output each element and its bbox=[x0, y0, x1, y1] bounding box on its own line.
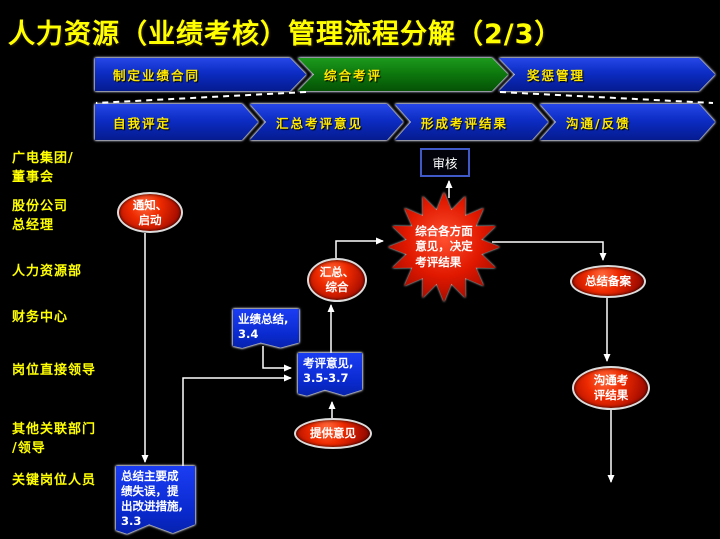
substage-arrow-self-assessment: 自我评定 bbox=[95, 104, 258, 140]
substage-arrow-label: 沟通/反馈 bbox=[566, 115, 631, 131]
connector-decide-to-archive bbox=[492, 241, 607, 261]
substage-arrow-collect-opinions: 汇总考评意见 bbox=[250, 104, 403, 140]
stage-arrow-shape bbox=[95, 58, 306, 91]
lane-label-key-staff: 关键岗位人员 bbox=[12, 473, 97, 488]
flow-node-self-summary: 总结主要成 绩失误，提 出改进措施, 3.3 bbox=[116, 466, 195, 539]
flow-node-review-label: 审核 bbox=[432, 156, 458, 171]
flow-node-archive-summary: 总结备案 bbox=[570, 265, 646, 298]
stage-arrow-shape-active bbox=[298, 58, 508, 91]
dashed-guide-right bbox=[499, 91, 714, 104]
stage-arrow-reward-punish: 奖惩管理 bbox=[499, 58, 715, 91]
flow-node-review: 审核 bbox=[420, 148, 470, 177]
lane-label-related-depts: 其他关联部门 /领导 bbox=[12, 422, 97, 456]
connector-aggregate-to-decide bbox=[335, 237, 384, 258]
substage-arrow-shape bbox=[95, 104, 258, 140]
flow-node-notify-start-label: 通知、 启动 bbox=[132, 197, 168, 227]
flow-node-perf-summary: 业绩总结, 3.4 bbox=[233, 309, 299, 351]
substage-arrow-label: 自我评定 bbox=[113, 115, 172, 131]
flow-node-perf-summary-label: 业绩总结, 3.4 bbox=[233, 309, 299, 349]
lane-label-finance-center: 财务中心 bbox=[12, 310, 69, 325]
stage-arrow-shape bbox=[499, 58, 715, 91]
substage-arrow-shape bbox=[395, 104, 548, 140]
flow-node-aggregate: 汇总、 综合 bbox=[307, 258, 367, 302]
lane-label-hr-dept: 人力资源部 bbox=[12, 264, 83, 279]
lane-label-company-gm: 股份公司 总经理 bbox=[12, 199, 69, 233]
starburst-shape: 综合各方面 意见，决定 考评结果 bbox=[388, 192, 500, 302]
flow-node-decide-result-label: 综合各方面 意见，决定 考评结果 bbox=[415, 223, 473, 269]
flow-node-self-summary-label: 总结主要成 绩失误，提 出改进措施, 3.3 bbox=[116, 466, 195, 534]
substage-arrow-shape bbox=[250, 104, 403, 140]
lane-label-direct-leader: 岗位直接领导 bbox=[12, 363, 97, 378]
substage-arrow-shape bbox=[540, 104, 715, 140]
flow-node-aggregate-label: 汇总、 综合 bbox=[319, 265, 355, 294]
substage-arrow-label: 汇总考评意见 bbox=[276, 115, 364, 131]
flow-node-appraisal-opinion: 考评意见, 3.5-3.7 bbox=[298, 353, 362, 399]
slide-title: 人力资源（业绩考核）管理流程分解（2/3） bbox=[8, 19, 563, 50]
flow-node-notify-start: 通知、 启动 bbox=[117, 192, 183, 233]
substage-arrow-label: 形成考评结果 bbox=[421, 115, 509, 131]
stage-arrow-label: 奖惩管理 bbox=[527, 68, 586, 83]
flow-node-provide-opinion: 提供意见 bbox=[294, 418, 372, 449]
stage-arrow-label: 制定业绩合同 bbox=[113, 68, 201, 83]
lane-label-group-board: 广电集团/ 董事会 bbox=[12, 151, 74, 185]
flow-node-communicate-result-label: 沟通考 评结果 bbox=[593, 373, 629, 402]
flow-node-appraisal-opinion-label: 考评意见, 3.5-3.7 bbox=[298, 353, 362, 396]
substage-arrow-communicate-feedback: 沟通/反馈 bbox=[540, 104, 715, 140]
flow-node-decide-result: 综合各方面 意见，决定 考评结果 bbox=[388, 192, 500, 302]
dashed-guide-left bbox=[95, 91, 307, 104]
stage-arrow-comprehensive-appraisal: 综合考评 bbox=[298, 58, 508, 91]
stage-arrow-define-contract: 制定业绩合同 bbox=[95, 58, 306, 91]
flow-node-archive-summary-label: 总结备案 bbox=[585, 274, 631, 289]
flow-node-communicate-result: 沟通考 评结果 bbox=[572, 366, 650, 410]
stage-arrow-label: 综合考评 bbox=[324, 68, 383, 83]
flow-node-provide-opinion-label: 提供意见 bbox=[310, 426, 356, 441]
connector-selfsummary-to-opinion bbox=[182, 374, 292, 466]
substage-arrow-form-result: 形成考评结果 bbox=[395, 104, 548, 140]
